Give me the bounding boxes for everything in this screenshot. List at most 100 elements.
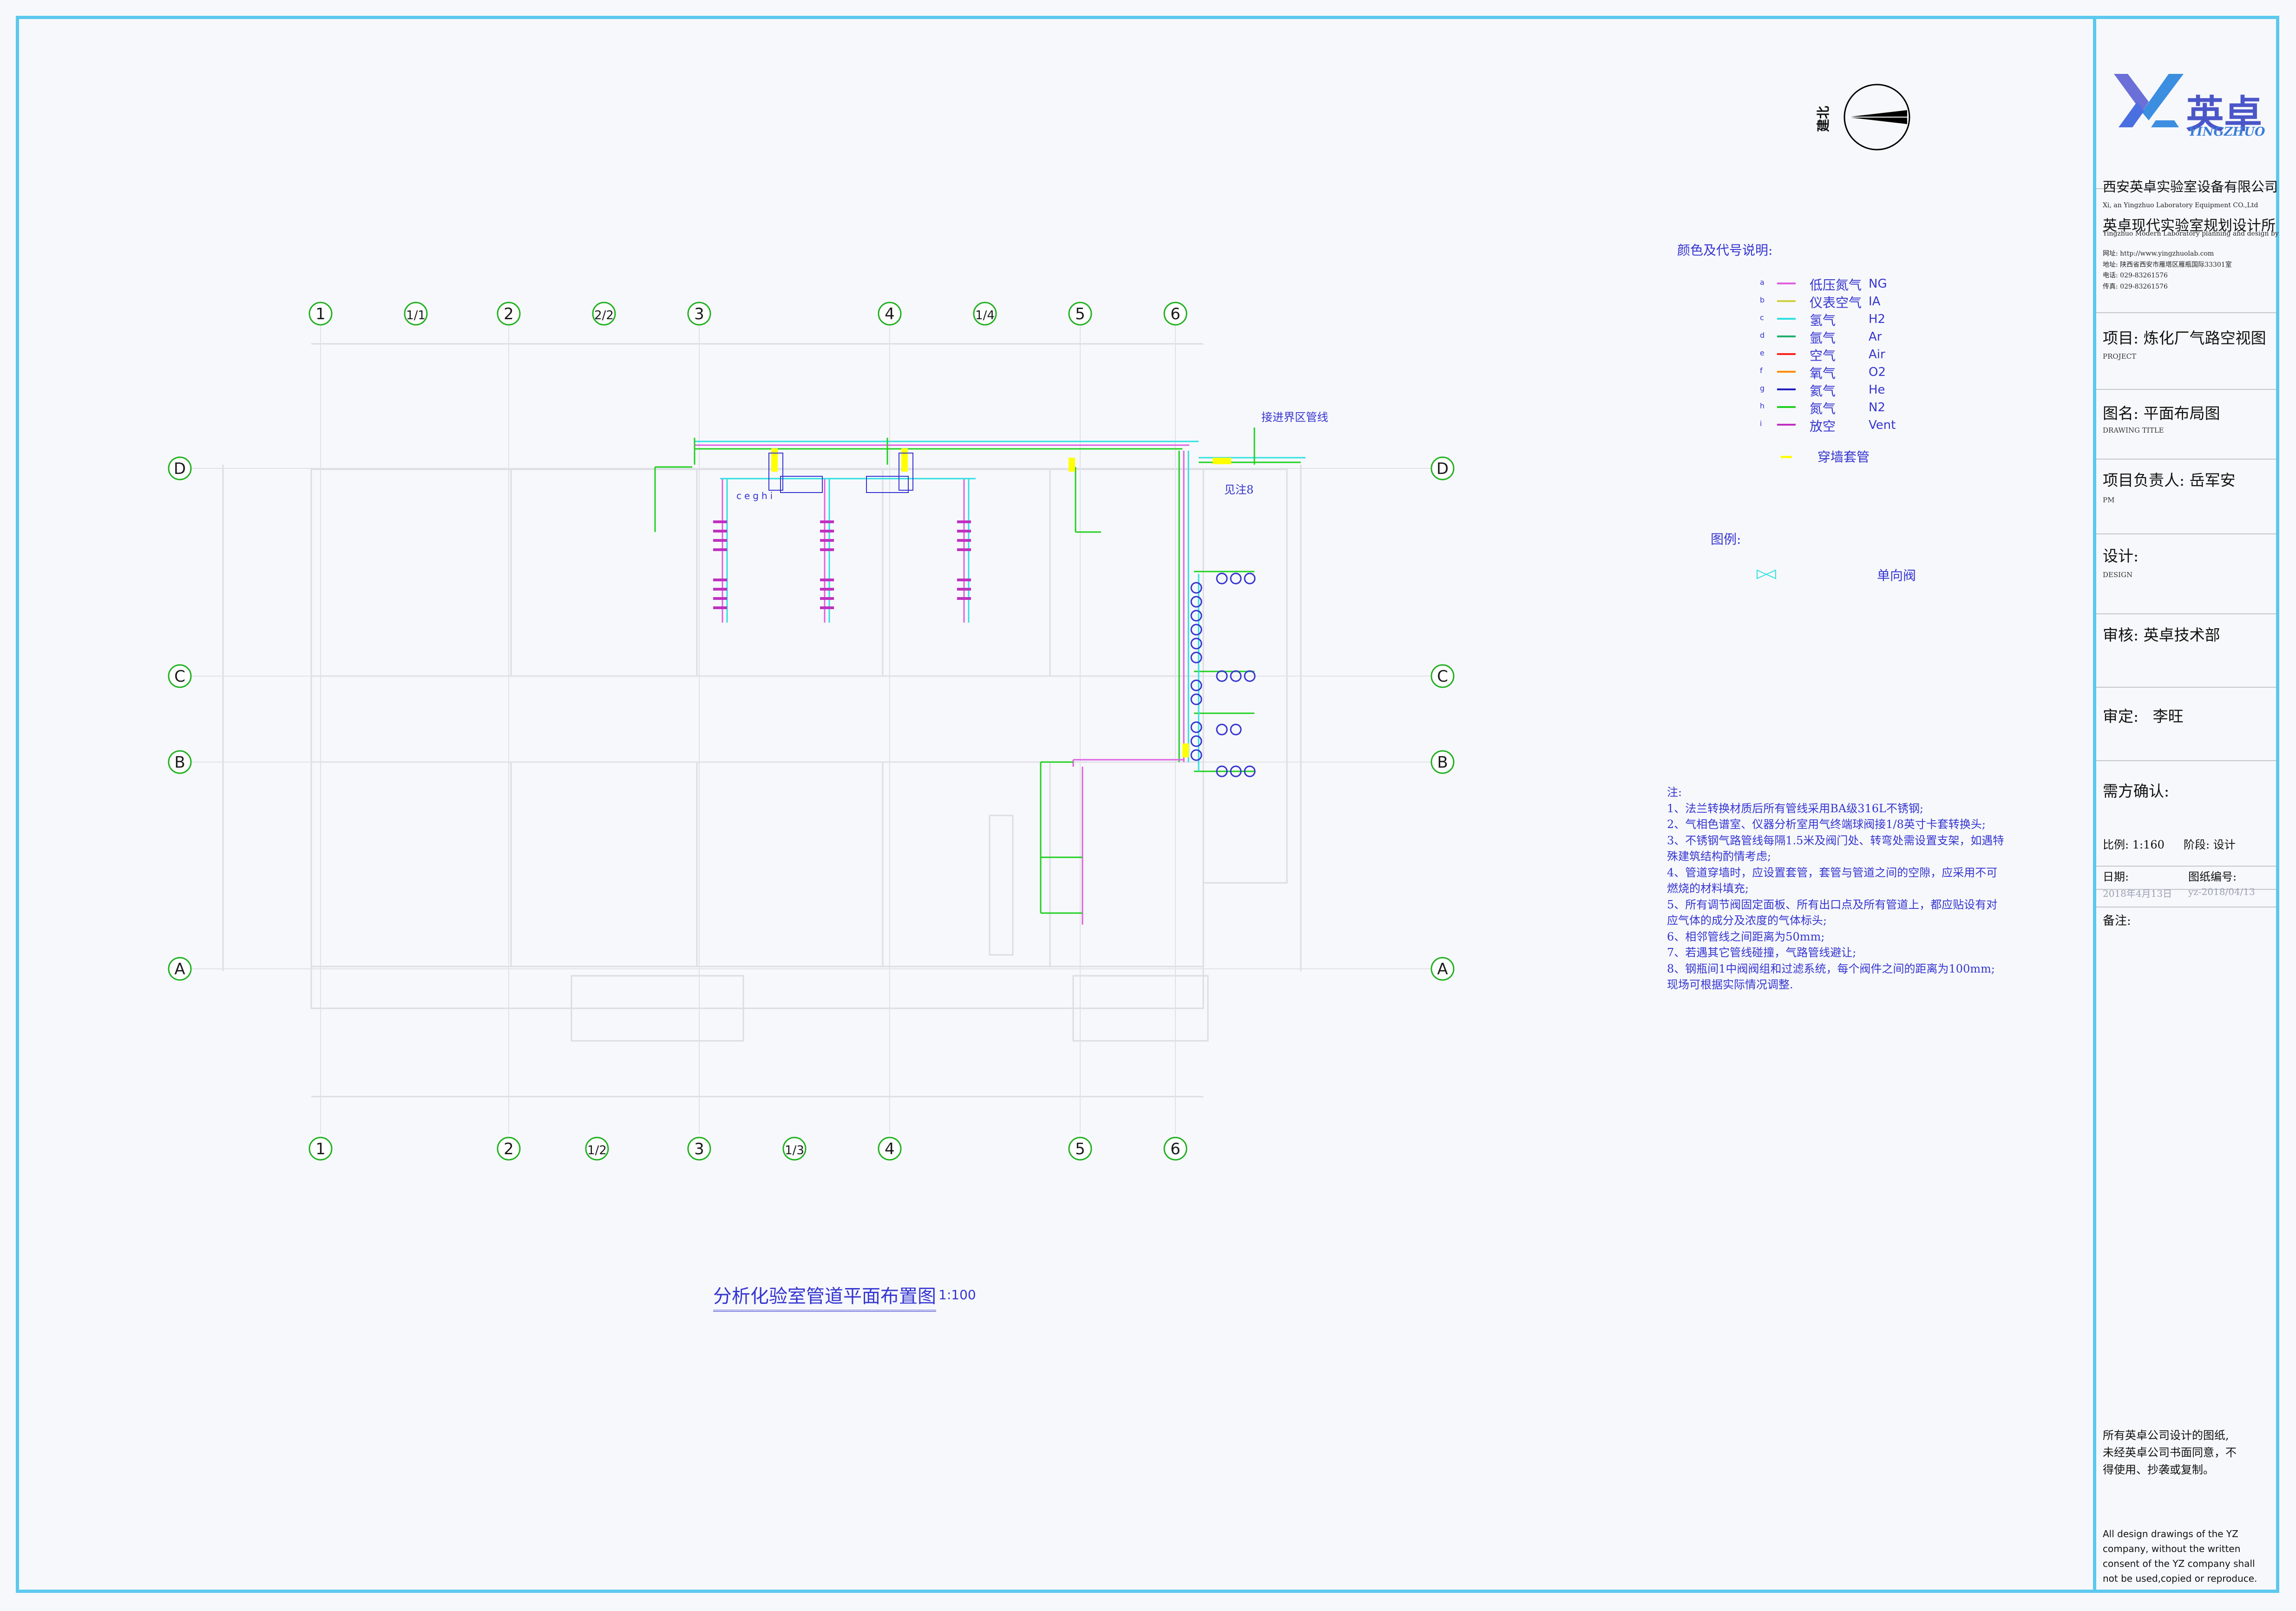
axis-row-right-3-label: A bbox=[1437, 960, 1448, 979]
legend-swatch bbox=[1777, 388, 1796, 390]
legend-letter: d bbox=[1760, 331, 1765, 340]
axis-bottom-1: 2 bbox=[497, 1137, 521, 1161]
see-detail-label: 见注8 bbox=[1224, 483, 1254, 496]
legend-swatch bbox=[1777, 335, 1796, 337]
axis-bottom-1-label: 2 bbox=[504, 1140, 514, 1158]
project-label: 项目: 炼化厂气路空视图 bbox=[2103, 329, 2266, 347]
scale-value: 1:160 bbox=[2132, 838, 2165, 851]
review-label: 审核: 英卓技术部 bbox=[2103, 626, 2220, 644]
copyright-cn: 所有英卓公司设计的图纸, 未经英卓公司书面同意，不 得使用、抄袭或复制。 bbox=[2103, 1429, 2237, 1476]
note-line: 现场可根据实际情况调整. bbox=[1667, 978, 1793, 991]
legend-gas-code: Vent bbox=[1869, 418, 1896, 432]
note-line: 注: bbox=[1667, 786, 1682, 799]
connect-label: 接进界区管线 bbox=[1261, 411, 1328, 424]
axis-top-3: 2/2 bbox=[592, 302, 616, 326]
logo-en: YINGZHUO bbox=[2188, 125, 2265, 139]
legend-gas-name: 放空 bbox=[1810, 419, 1836, 434]
check-valve-icon bbox=[1757, 569, 1776, 579]
legend-swatch bbox=[1777, 300, 1796, 302]
axis-row-right-0-label: D bbox=[1437, 460, 1449, 478]
sleeve-swatch bbox=[1781, 456, 1792, 458]
axis-top-8-label: 6 bbox=[1170, 305, 1181, 323]
axis-top-0: 1 bbox=[308, 302, 333, 326]
axis-bottom-4: 1/3 bbox=[782, 1137, 807, 1161]
company-logo-icon bbox=[2114, 74, 2184, 127]
legend-gas-code: H2 bbox=[1869, 312, 1886, 326]
drawing-frame bbox=[16, 16, 2279, 1593]
axis-bottom-6-label: 5 bbox=[1075, 1140, 1085, 1158]
number-label: 图纸编号: bbox=[2188, 870, 2237, 883]
company-phone: 电话: 029-83261576 bbox=[2103, 272, 2168, 279]
check-valve-label: 单向阀 bbox=[1877, 568, 1916, 583]
symbols-title: 图例: bbox=[1711, 532, 1741, 547]
pm-value: 岳军安 bbox=[2189, 471, 2236, 489]
legend-swatch bbox=[1777, 406, 1796, 408]
remarks-label: 备注: bbox=[2103, 914, 2131, 928]
axis-row-left-0: D bbox=[168, 456, 192, 480]
device-label: ceghi bbox=[736, 490, 776, 501]
stage-label: 阶段: 设计 bbox=[2184, 838, 2236, 851]
axis-row-left-2: B bbox=[168, 750, 192, 774]
axis-row-left-3-label: A bbox=[174, 960, 185, 979]
axis-bottom-4-label: 1/3 bbox=[785, 1144, 804, 1157]
note-line: 3、不锈钢气路管线每隔1.5米及阀门处、转弯处需设置支架，如遇特 bbox=[1667, 834, 2004, 847]
axis-top-6: 1/4 bbox=[973, 302, 997, 326]
axis-row-left-2-label: B bbox=[174, 753, 185, 772]
axis-bottom-3-label: 3 bbox=[694, 1140, 704, 1158]
note-line: 5、所有调节阀固定面板、所有出口点及所有管道上，都应贴设有对 bbox=[1667, 898, 1998, 911]
note-line: 殊建筑结构酌情考虑; bbox=[1667, 850, 1771, 863]
legend-letter: b bbox=[1760, 296, 1765, 304]
axis-top-0-label: 1 bbox=[315, 305, 326, 323]
axis-row-right-1-label: C bbox=[1437, 667, 1448, 686]
axis-top-7-label: 5 bbox=[1075, 305, 1085, 323]
axis-bottom-2-label: 1/2 bbox=[587, 1144, 607, 1157]
axis-row-right-2-label: B bbox=[1437, 753, 1448, 772]
legend-letter: h bbox=[1760, 401, 1765, 410]
legend-swatch bbox=[1777, 371, 1796, 373]
company-website: 网址: http://www.yingzhuolab.com bbox=[2103, 250, 2214, 257]
note-line: 燃烧的材料填充; bbox=[1667, 882, 1749, 895]
axis-top-7: 5 bbox=[1068, 302, 1092, 326]
axis-top-1-label: 1/1 bbox=[406, 309, 426, 322]
gas-pipelines bbox=[654, 427, 1305, 925]
legend-letter: c bbox=[1760, 313, 1764, 322]
legend-gas-code: NG bbox=[1869, 277, 1887, 291]
legend-gas-name: 氦气 bbox=[1810, 383, 1836, 399]
legend-swatch bbox=[1777, 283, 1796, 284]
legend-gas-name: 仪表空气 bbox=[1810, 295, 1862, 310]
drawing-scale: 1:100 bbox=[938, 1287, 976, 1302]
axis-bottom-7-label: 6 bbox=[1170, 1140, 1181, 1158]
axis-lines bbox=[190, 325, 1440, 1134]
axis-row-left-0-label: D bbox=[174, 460, 186, 478]
axis-top-2: 2 bbox=[497, 302, 521, 326]
design-label: 设计: bbox=[2103, 547, 2139, 565]
axis-row-right-3: A bbox=[1430, 957, 1455, 981]
project-value: 炼化厂气路空视图 bbox=[2143, 329, 2266, 347]
legend-gas-name: 氢气 bbox=[1810, 313, 1836, 328]
legend-swatch bbox=[1777, 424, 1796, 426]
axis-bottom-7: 6 bbox=[1163, 1137, 1187, 1161]
note-line: 应气体的成分及浓度的气体标头; bbox=[1667, 914, 1827, 927]
axis-row-left-1: C bbox=[168, 664, 192, 688]
project-en: PROJECT bbox=[2103, 352, 2137, 361]
axis-top-1: 1/1 bbox=[404, 302, 428, 326]
sleeve-label: 穿墙套管 bbox=[1817, 449, 1870, 465]
legend-gas-name: 氧气 bbox=[1810, 366, 1836, 381]
gas-cylinders bbox=[1190, 572, 1256, 777]
axis-bottom-0: 1 bbox=[308, 1137, 333, 1161]
legend-letter: a bbox=[1760, 278, 1765, 287]
axis-top-5-label: 4 bbox=[885, 305, 895, 323]
drawing-name-value: 平面布局图 bbox=[2143, 404, 2220, 422]
legend-letter: f bbox=[1760, 366, 1763, 375]
legend-swatch bbox=[1777, 318, 1796, 320]
legend-letter: i bbox=[1760, 419, 1762, 428]
drawing-name-en: DRAWING TITLE bbox=[2103, 426, 2164, 434]
legend-gas-code: O2 bbox=[1869, 365, 1886, 379]
date-label: 日期: bbox=[2103, 870, 2129, 883]
title-block: 英卓 YINGZHUO 西安英卓实验室设备有限公司 Xi, an Yingzhu… bbox=[2093, 19, 2279, 1590]
confirm-label: 需方确认: bbox=[2103, 782, 2170, 800]
axis-bottom-3: 3 bbox=[687, 1137, 711, 1161]
drawing-title: 分析化验室管道平面布置图 bbox=[713, 1281, 936, 1312]
axis-bubbles-rows: D D C C B B A A bbox=[168, 456, 1455, 981]
